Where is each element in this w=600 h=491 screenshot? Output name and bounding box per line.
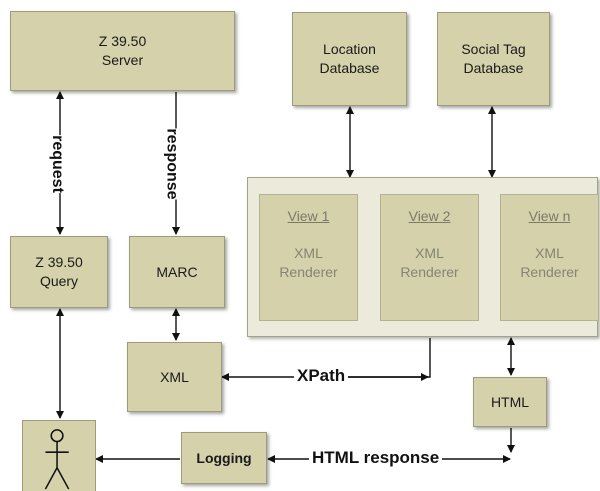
request-label: request <box>47 135 66 193</box>
location-database-node[interactable]: Location Database <box>292 12 407 106</box>
location-db-line1: Location <box>323 41 376 57</box>
view-n-renderer-line1: XML <box>535 245 564 261</box>
z3950-query-line1: Z 39.50 <box>35 254 83 270</box>
z3950-server-line2: Server <box>101 52 144 68</box>
view-1[interactable]: View 1 XML Renderer <box>259 194 358 321</box>
stick-figure-icon <box>44 429 70 490</box>
z3950-query-line2: Query <box>39 273 79 289</box>
view-1-title: View 1 <box>287 208 330 224</box>
location-db-line2: Database <box>319 60 380 76</box>
marc-node[interactable]: MARC <box>129 236 225 308</box>
html-response-label: HTML response <box>309 448 443 468</box>
view-1-renderer-line2: Renderer <box>279 264 338 280</box>
xpath-arrow <box>221 338 431 381</box>
html-label: HTML <box>490 393 530 410</box>
view-2-renderer-line2: Renderer <box>400 264 459 280</box>
logging-label: Logging <box>196 449 252 466</box>
xml-node[interactable]: XML <box>127 342 222 412</box>
z3950-server-node[interactable]: Z 39.50 Server <box>10 11 235 91</box>
user-actor-box <box>22 420 96 491</box>
renderer-panel: View 1 XML Renderer View 2 XML Renderer … <box>247 177 599 337</box>
xpath-label: XPath <box>294 366 349 386</box>
view-n[interactable]: View n XML Renderer <box>500 194 599 321</box>
xml-label: XML <box>160 368 189 385</box>
z3950-query-node[interactable]: Z 39.50 Query <box>10 236 108 308</box>
view-2-title: View 2 <box>408 208 451 224</box>
z3950-server-line1: Z 39.50 <box>98 33 147 49</box>
view-1-renderer-line1: XML <box>294 245 323 261</box>
view-n-renderer-line2: Renderer <box>520 264 579 280</box>
view-n-title: View n <box>528 208 571 224</box>
response-label: response <box>162 128 181 200</box>
html-node[interactable]: HTML <box>473 377 547 427</box>
view-2[interactable]: View 2 XML Renderer <box>380 194 479 321</box>
marc-label: MARC <box>156 263 198 280</box>
social-tag-db-line1: Social Tag <box>461 41 526 57</box>
social-tag-database-node[interactable]: Social Tag Database <box>437 12 550 106</box>
social-tag-db-line2: Database <box>463 60 524 76</box>
view-2-renderer-line1: XML <box>415 245 444 261</box>
logging-node[interactable]: Logging <box>181 432 267 484</box>
